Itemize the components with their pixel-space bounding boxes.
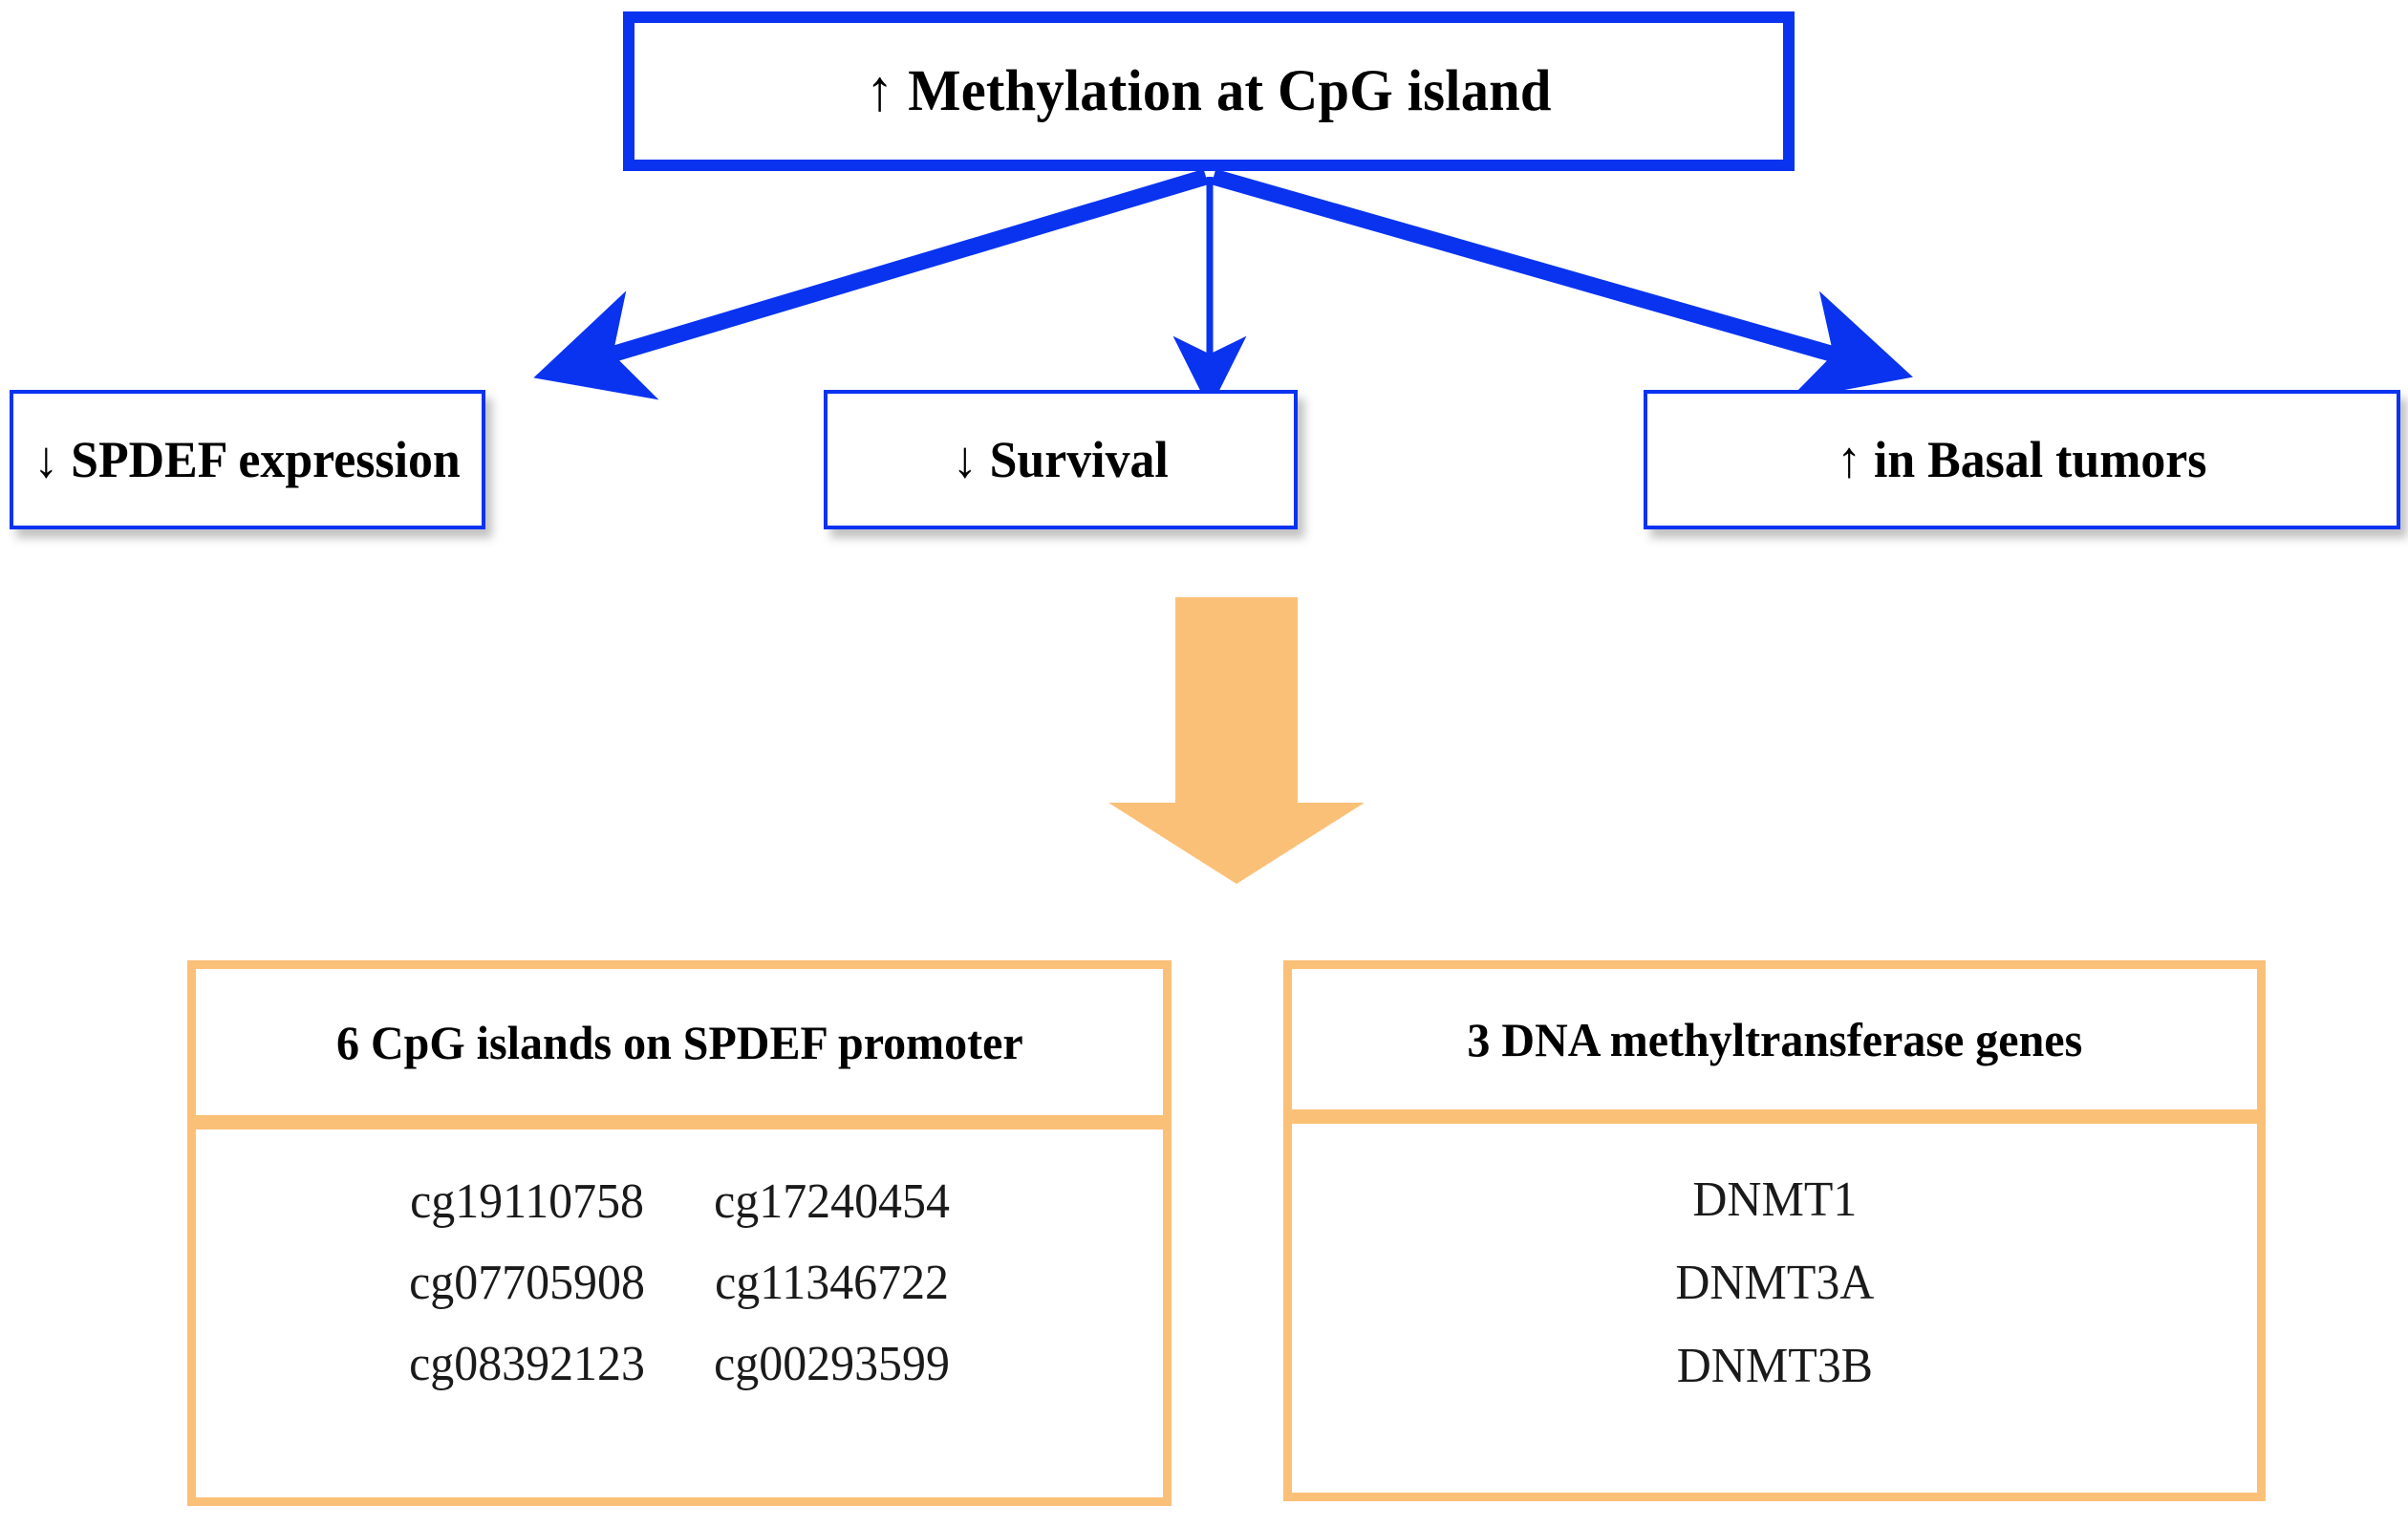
panel-body: DNMT1 DNMT3A DNMT3B xyxy=(1292,1124,2257,1493)
orange-down-arrow xyxy=(1108,597,1365,884)
outcome-label: ↓ Survival xyxy=(952,431,1170,488)
outcome-box-spdef-expression: ↓ SPDEF expression xyxy=(10,390,485,529)
arrow-to-spdef-expression xyxy=(533,168,1209,400)
cpg-island-id: cg17240454 xyxy=(714,1174,950,1229)
cpg-island-id: cg00293599 xyxy=(714,1337,950,1391)
dnmt-gene-name: DNMT3B xyxy=(1676,1339,1873,1393)
outcome-label: ↑ in Basal tumors xyxy=(1837,431,2207,488)
cpg-island-id: cg11346722 xyxy=(715,1256,950,1310)
panel-body: cg19110758 cg17240454 cg07705908 cg11346… xyxy=(196,1129,1163,1497)
dnmt-gene-name: DNMT3A xyxy=(1674,1256,1874,1310)
outcome-box-basal-tumors: ↑ in Basal tumors xyxy=(1644,390,2400,529)
cpg-island-id: cg07705908 xyxy=(409,1256,645,1310)
cpg-island-id: cg19110758 xyxy=(409,1174,644,1229)
outcome-box-survival: ↓ Survival xyxy=(824,390,1298,529)
panel-header-label: 6 CpG islands on SPDEF promoter xyxy=(335,1015,1023,1069)
cpg-island-id: cg08392123 xyxy=(409,1337,645,1391)
outcome-label: ↓ SPDEF expression xyxy=(33,431,462,488)
panel-header: 3 DNA methyltransferase genes xyxy=(1292,969,2257,1124)
panel-dnmt-genes: 3 DNA methyltransferase genes DNMT1 DNMT… xyxy=(1283,960,2266,1501)
cpg-island-grid: cg19110758 cg17240454 cg07705908 cg11346… xyxy=(404,1173,955,1392)
dnmt-gene-name: DNMT1 xyxy=(1692,1172,1857,1227)
panel-header: 6 CpG islands on SPDEF promoter xyxy=(196,969,1163,1129)
panel-header-label: 3 DNA methyltransferase genes xyxy=(1467,1012,2082,1066)
panel-cpg-islands: 6 CpG islands on SPDEF promoter cg191107… xyxy=(187,960,1172,1506)
dnmt-gene-list: DNMT1 DNMT3A DNMT3B xyxy=(1671,1172,1879,1394)
title-box: ↑ Methylation at CpG island xyxy=(623,11,1795,171)
title-box-label: ↑ Methylation at CpG island xyxy=(866,58,1552,123)
arrow-to-basal-tumors xyxy=(1211,168,1913,401)
